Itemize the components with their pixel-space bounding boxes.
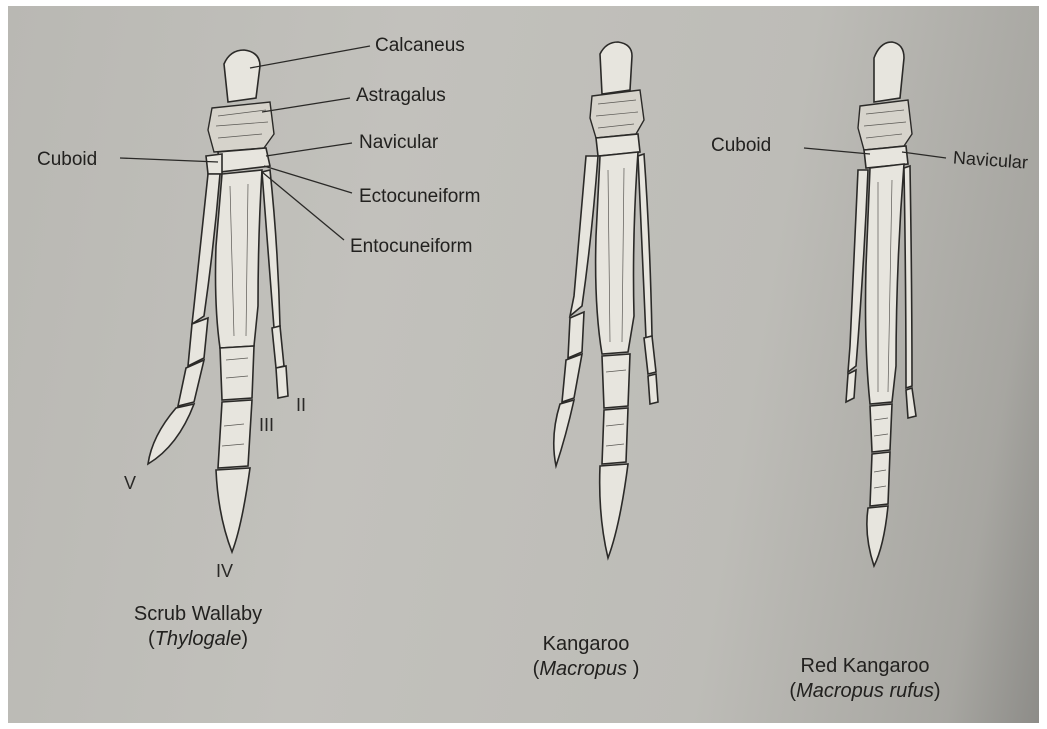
red-kangaroo-metatarsal-iv (866, 164, 905, 404)
caption-kangaroo-common: Kangaroo (506, 632, 666, 657)
kangaroo-digit-v (554, 312, 584, 466)
caption-red-kangaroo-common: Red Kangaroo (760, 654, 970, 679)
label-entocuneiform: Entocuneiform (350, 237, 473, 256)
wallaby-digit-v (148, 318, 208, 464)
digit-v: V (124, 474, 136, 492)
wallaby-metatarsal-iv (216, 170, 263, 348)
label-ectocuneiform: Ectocuneiform (359, 187, 480, 206)
kangaroo-calcaneus (600, 42, 632, 94)
wallaby-calcaneus (224, 50, 260, 102)
kangaroo-digit-ii-iii (644, 336, 658, 404)
caption-wallaby-scientific: (Thylogale) (108, 627, 288, 652)
kangaroo-metatarsal-iv (596, 152, 638, 354)
figure-page: Calcaneus Astragalus Navicular Cuboid Ec… (8, 6, 1039, 723)
digit-iii: III (259, 416, 274, 434)
wallaby-foot (148, 50, 288, 552)
wallaby-astragalus (208, 102, 274, 152)
red-kangaroo-digit-iv (867, 404, 892, 566)
label-astragalus: Astragalus (356, 86, 446, 105)
caption-kangaroo: Kangaroo (Macropus ) (506, 632, 666, 682)
digit-ii: II (296, 396, 306, 414)
red-kangaroo-metatarsal-v (848, 170, 868, 372)
red-kangaroo-digit-ii-iii (906, 388, 916, 418)
kangaroo-metatarsal-ii-iii (638, 154, 652, 338)
label-navicular: Navicular (359, 133, 438, 152)
caption-wallaby: Scrub Wallaby (Thylogale) (108, 602, 288, 652)
label-cuboid-red: Cuboid (711, 136, 771, 155)
kangaroo-metatarsal-v (570, 156, 598, 316)
kangaroo-digit-iv (600, 354, 630, 558)
digit-iv: IV (216, 562, 233, 580)
caption-red-kangaroo: Red Kangaroo (Macropus rufus) (760, 654, 970, 704)
label-calcaneus: Calcaneus (375, 36, 465, 55)
label-cuboid: Cuboid (37, 150, 97, 169)
red-kangaroo-calcaneus (874, 42, 904, 102)
wallaby-metatarsal-ii-iii (262, 170, 280, 328)
label-navicular-red: Navicular (952, 148, 1028, 171)
caption-wallaby-common: Scrub Wallaby (108, 602, 288, 627)
red-kangaroo-foot (846, 42, 916, 566)
wallaby-cuboid (206, 154, 222, 174)
red-kangaroo-digit-v (846, 370, 856, 402)
red-kangaroo-metatarsal-ii-iii (904, 166, 912, 388)
wallaby-navicular (218, 148, 270, 172)
caption-red-kangaroo-scientific: (Macropus rufus) (760, 679, 970, 704)
caption-kangaroo-scientific: (Macropus ) (506, 657, 666, 682)
red-kangaroo-astragalus (858, 100, 912, 150)
wallaby-digit-ii-iii (272, 326, 288, 398)
kangaroo-foot (554, 42, 658, 558)
